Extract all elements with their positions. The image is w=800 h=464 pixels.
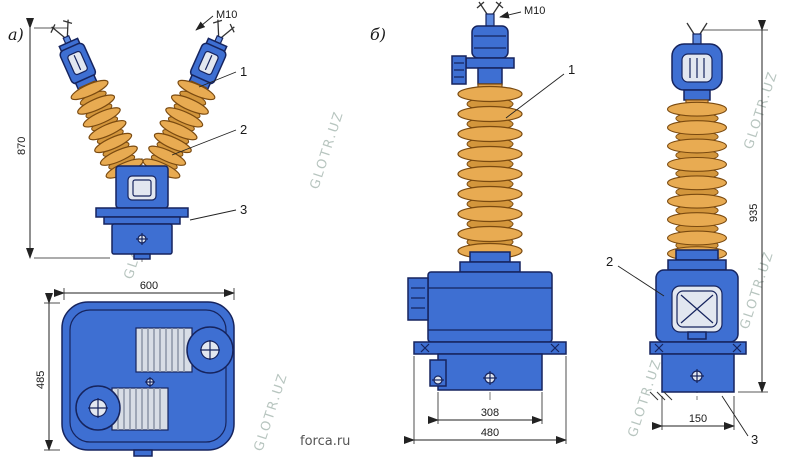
watermark-text: GLOTR.UZ (742, 69, 782, 152)
dim-side-base: 150 (652, 396, 735, 430)
dim-side-base-label: 150 (689, 413, 707, 425)
callout-b-3: 3 (751, 432, 758, 447)
watermark-text: GLOTR.UZ (626, 357, 666, 440)
callout-a-1: 1 (240, 64, 247, 79)
watermark-text: GLOTR.UZ (738, 249, 778, 332)
callout-a-3: 3 (240, 202, 247, 217)
callout-a-2: 2 (240, 122, 247, 137)
view-a-label: а) (8, 25, 24, 44)
dim-height-a: 870 (16, 18, 110, 259)
coil-lower (75, 385, 169, 431)
coil-upper (135, 326, 234, 374)
footer-site-label: forca.ru (300, 434, 350, 449)
transformer-body-a (95, 165, 189, 260)
view-b-side: 2 3 935 150 (606, 20, 768, 447)
view-b-label: б) (370, 25, 386, 44)
dim-top-depth-label: 485 (35, 371, 47, 389)
dim-top-width-label: 600 (140, 280, 158, 292)
watermark-text: GLOTR.UZ (252, 371, 292, 454)
dim-base-inner: 308 (428, 392, 543, 424)
view-a-front: а) 870 M10 (8, 9, 247, 262)
callout-b-2: 2 (606, 254, 613, 269)
dim-base-outer: 480 (404, 356, 567, 444)
watermark-text: GLOTR.UZ (308, 109, 348, 192)
dim-height-b: 935 (703, 20, 768, 393)
dim-base-outer-label: 480 (481, 427, 499, 439)
thread-b-label: M10 (524, 5, 545, 17)
dim-top-depth: 485 (35, 293, 60, 451)
dim-height-b-label: 935 (748, 204, 760, 222)
thread-a-label: M10 (216, 9, 237, 21)
callouts-a: 1 2 3 (171, 64, 247, 221)
dim-base-inner-label: 308 (481, 407, 499, 419)
view-b-front: б) M10 (370, 1, 575, 444)
thread-label-b: M10 (499, 5, 545, 19)
view-a-top: 600 485 (35, 280, 235, 457)
dim-top-width: 600 (54, 280, 235, 300)
callout-b-1: 1 (568, 62, 575, 77)
thread-label-a: M10 (195, 9, 237, 31)
dim-height-a-label: 870 (16, 137, 28, 155)
